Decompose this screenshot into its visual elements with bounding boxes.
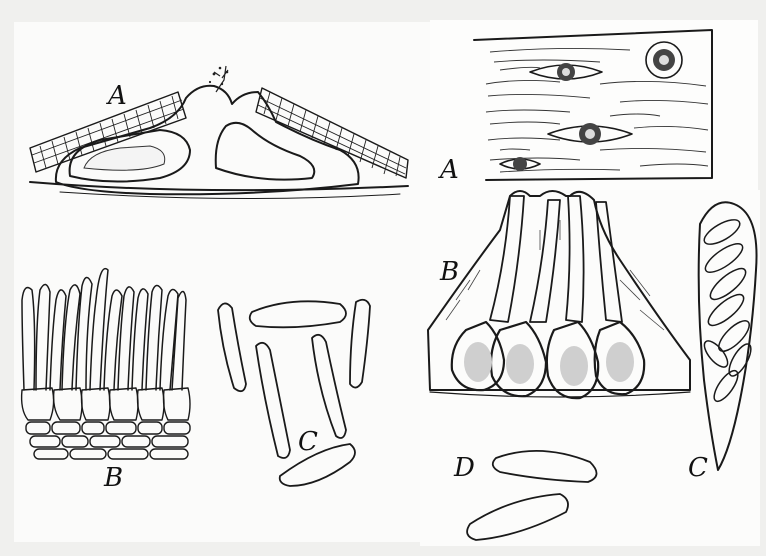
left-a-label: A bbox=[106, 81, 127, 111]
left-b-label: B bbox=[103, 463, 123, 493]
right-top-paper bbox=[430, 20, 758, 190]
left-c-label: C bbox=[298, 427, 318, 457]
right-b-label: B bbox=[439, 257, 459, 287]
left-paper bbox=[14, 22, 438, 542]
right-c-label: C bbox=[688, 453, 708, 483]
right-d-label: D bbox=[453, 453, 475, 483]
right-a-label: A bbox=[438, 155, 459, 185]
